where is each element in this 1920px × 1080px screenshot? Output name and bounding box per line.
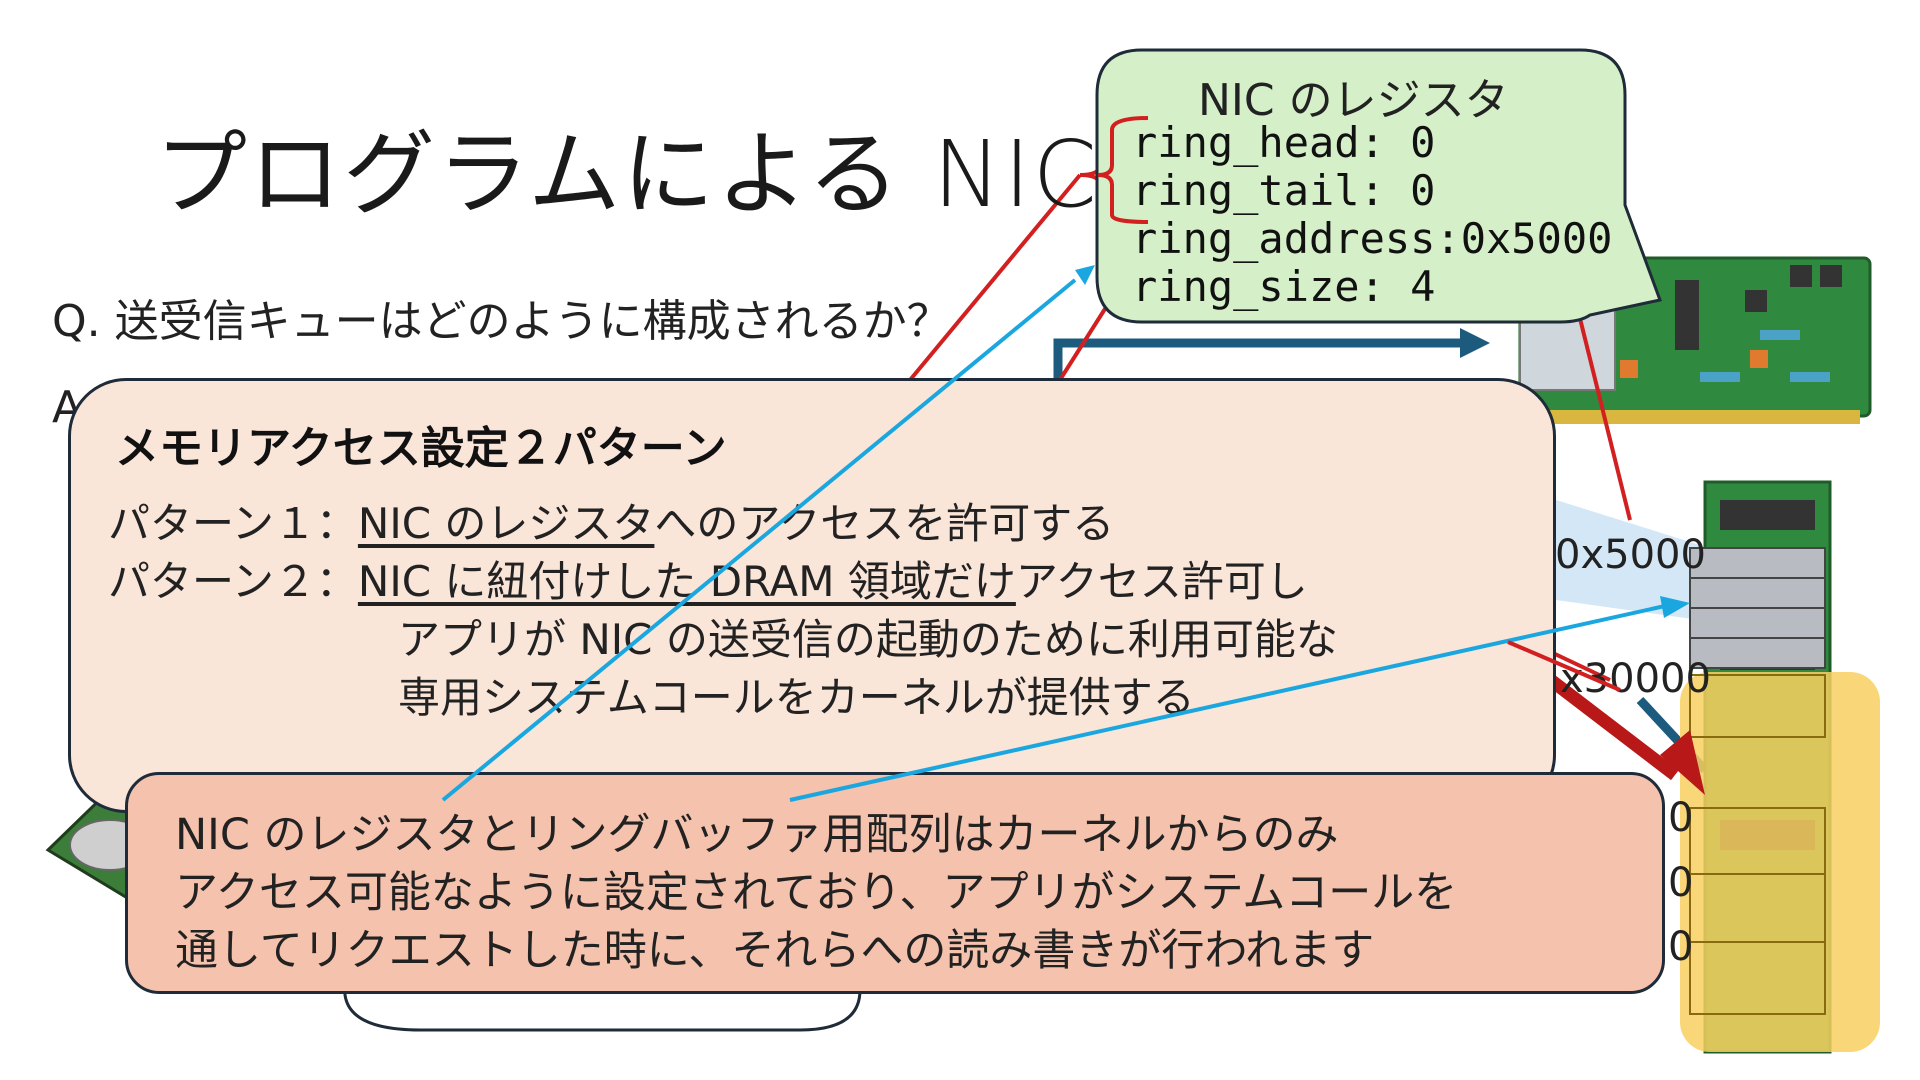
kernel-callout-line-2: アクセス可能なように設定されており、アプリがシステムコールを [175,858,1457,920]
register-ring-tail: ring_tail: 0 [1132,166,1435,215]
pattern-2-line2: アプリが NIC の送受信の起動のために利用可能な [398,606,1338,667]
pattern-1: パターン１：NIC のレジスタへのアクセスを許可する [108,490,1114,551]
register-ring-address: ring_address:0x5000 [1132,214,1612,263]
pattern-1-rest: へのアクセスを許可する [654,499,1114,548]
register-ring-size: ring_size: 4 [1132,262,1435,311]
memory-callout-heading: メモリアクセス設定２パターン [115,412,727,476]
pattern-2-label: パターン２： [108,557,358,606]
pattern-2-rest: アクセス許可し [1016,557,1308,606]
pattern-2-line3: 専用システムコールをカーネルが提供する [398,664,1195,725]
address-label-dram: x30000 [1560,656,1711,702]
address-label-3: 0 [1668,795,1693,841]
address-label-5: 0 [1668,924,1693,970]
kernel-callout-line-3: 通してリクエストした時に、それらへの読み書きが行われます [175,916,1374,978]
address-label-4: 0 [1668,860,1693,906]
pattern-2-underlined: NIC に紐付けした DRAM 領域だけ [358,557,1016,606]
pattern-1-label: パターン１： [108,499,358,548]
pattern-1-underlined: NIC のレジスタ [358,499,654,548]
register-ring-head: ring_head: 0 [1132,118,1435,167]
address-label-ring: 0x5000 [1555,532,1706,578]
kernel-callout-line-1: NIC のレジスタとリングバッファ用配列はカーネルからのみ [175,800,1339,862]
pattern-2: パターン２：NIC に紐付けした DRAM 領域だけアクセス許可し [108,548,1308,609]
